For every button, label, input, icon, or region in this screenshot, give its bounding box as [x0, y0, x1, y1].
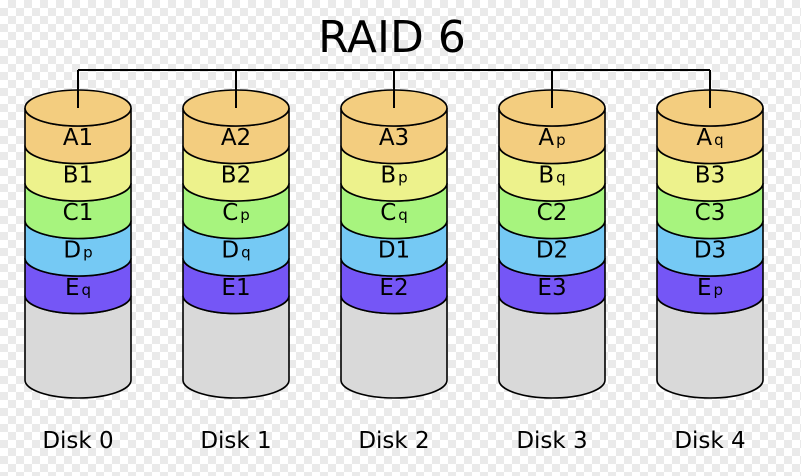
disk-label: Disk 0 — [42, 428, 113, 454]
block-label: C3 — [695, 200, 726, 226]
block-letter: A — [63, 125, 79, 151]
parity-subscript: q — [714, 131, 724, 149]
block-letter: D — [694, 237, 712, 263]
block-label: E3 — [537, 275, 566, 301]
parity-subscript: q — [398, 206, 408, 224]
block-label: E2 — [379, 275, 408, 301]
block-label: B2 — [221, 162, 251, 188]
block-label: A3 — [379, 125, 409, 151]
block-letter: C — [63, 200, 79, 226]
block-index: 1 — [79, 200, 94, 226]
block-letter: C — [380, 200, 396, 226]
block-letter: C — [222, 200, 238, 226]
block-label: C2 — [537, 200, 568, 226]
block-letter: B — [63, 162, 79, 188]
block-letter: B — [380, 162, 396, 188]
block-letter: D — [221, 237, 239, 263]
parity-subscript: p — [83, 243, 93, 261]
block-index: 1 — [79, 162, 94, 188]
block-index: 2 — [554, 237, 569, 263]
block-label: B1 — [63, 162, 93, 188]
disk-label: Disk 1 — [200, 428, 271, 454]
block-letter: E — [697, 275, 712, 301]
block-label: D1 — [378, 237, 410, 263]
block-letter: C — [695, 200, 711, 226]
block-label: D3 — [694, 237, 726, 263]
block-label: B3 — [695, 162, 725, 188]
block-letter: A — [379, 125, 395, 151]
disk-label: Disk 2 — [358, 428, 429, 454]
block-letter: C — [537, 200, 553, 226]
block-index: 3 — [395, 125, 410, 151]
block-label: D2 — [536, 237, 568, 263]
block-index: 2 — [553, 200, 568, 226]
block-index: 2 — [394, 275, 409, 301]
block-index: 1 — [396, 237, 411, 263]
block-index: 3 — [552, 275, 567, 301]
parity-subscript: p — [714, 281, 724, 299]
disk-label: Disk 4 — [674, 428, 745, 454]
parity-subscript: q — [556, 168, 566, 186]
block-letter: E — [537, 275, 552, 301]
block-letter: A — [538, 125, 554, 151]
block-letter: E — [379, 275, 394, 301]
block-letter: B — [538, 162, 554, 188]
parity-subscript: p — [556, 131, 566, 149]
block-index: 3 — [712, 237, 727, 263]
block-letter: B — [221, 162, 237, 188]
block-label: C1 — [63, 200, 94, 226]
block-letter: E — [65, 275, 80, 301]
block-label: E1 — [221, 275, 250, 301]
block-letter: B — [695, 162, 711, 188]
block-letter: D — [536, 237, 554, 263]
block-index: 2 — [237, 125, 252, 151]
block-index: 1 — [79, 125, 94, 151]
block-index: 2 — [237, 162, 252, 188]
diagram-title: RAID 6 — [318, 12, 466, 63]
block-index: 3 — [711, 200, 726, 226]
parity-subscript: p — [398, 168, 408, 186]
block-letter: A — [696, 125, 712, 151]
block-index: 1 — [236, 275, 251, 301]
block-letter: E — [221, 275, 236, 301]
parity-subscript: q — [241, 243, 251, 261]
block-letter: A — [221, 125, 237, 151]
block-letter: D — [63, 237, 81, 263]
block-label: A1 — [63, 125, 93, 151]
parity-subscript: p — [240, 206, 250, 224]
parity-subscript: q — [82, 281, 92, 299]
disk-label: Disk 3 — [516, 428, 587, 454]
block-letter: D — [378, 237, 396, 263]
block-index: 3 — [711, 162, 726, 188]
block-label: A2 — [221, 125, 251, 151]
